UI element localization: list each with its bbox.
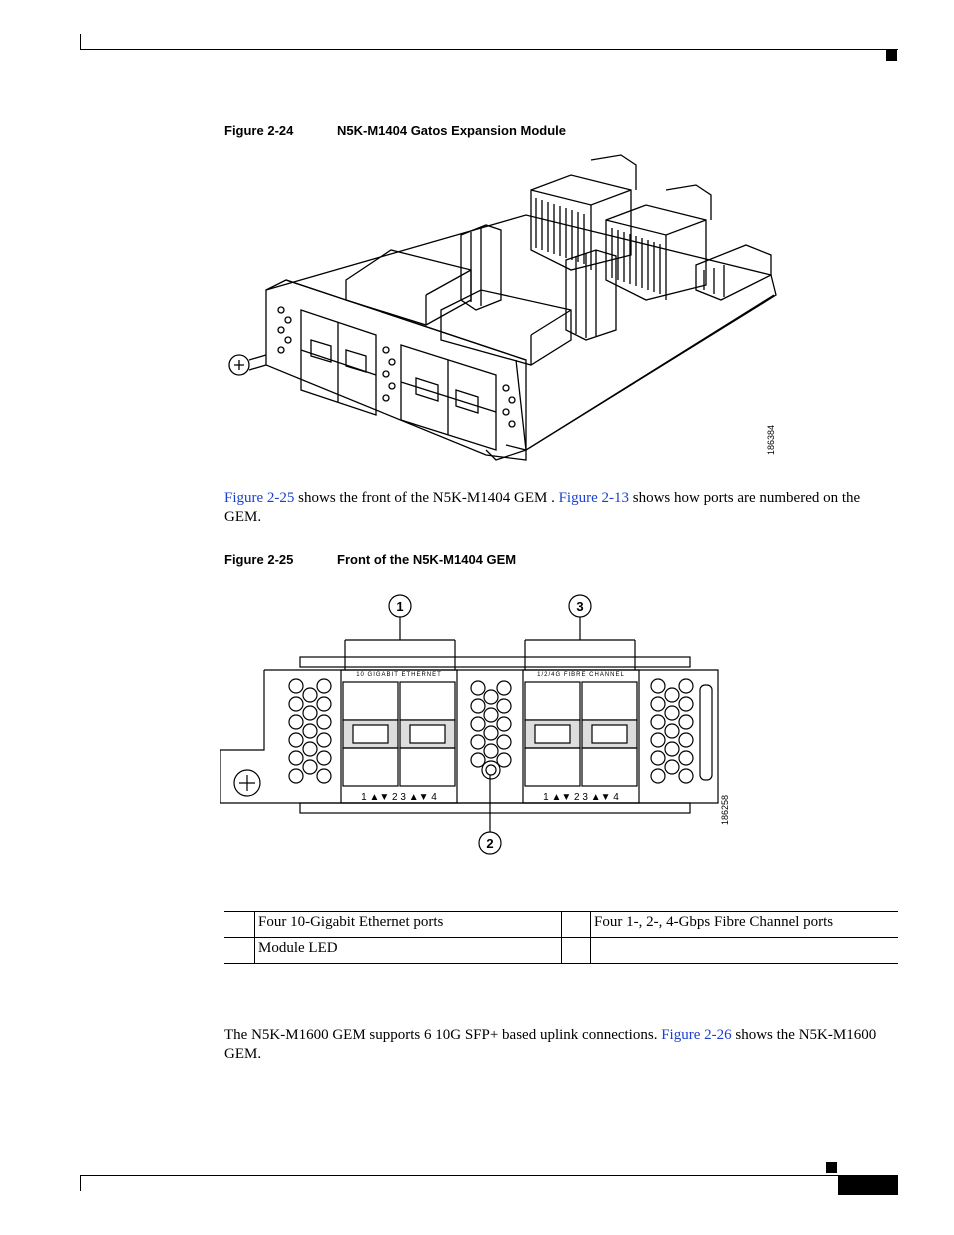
legend-row: Four 10-Gigabit Ethernet ports Four 1-, … (224, 911, 898, 938)
paragraph-2-text-2: shows the N5K-M1600 GEM. (224, 1027, 877, 1062)
fibre-port-numbers: 1 ▲▼ 2 3 ▲▼ 4 (543, 792, 619, 803)
callout-3-label: 3 (576, 599, 583, 614)
legend-row: Module LED (224, 937, 898, 964)
ethernet-port-numbers: 1 ▲▼ 2 3 ▲▼ 4 (361, 792, 437, 803)
legend-num (561, 911, 591, 938)
figure-25-image-id: 186258 (720, 795, 730, 825)
paragraph-1-text-1: shows the front of the N5K-M1404 GEM . (294, 490, 559, 506)
link-figure-2-13[interactable]: Figure 2-13 (558, 490, 629, 506)
footer-page-block (838, 1176, 898, 1195)
legend-num (224, 937, 255, 964)
figure-25-title: Front of the N5K-M1404 GEM (337, 552, 517, 567)
ethernet-block-label: 10 GIGABIT ETHERNET (356, 672, 442, 678)
header-marker (886, 50, 897, 61)
fibre-block-label: 1/2/4G FIBRE CHANNEL (537, 672, 625, 678)
header-rule-tick (80, 34, 81, 50)
figure-24-illustration: 186384 (228, 154, 777, 461)
figure-24-image-id: 186384 (766, 425, 776, 455)
legend-table: Four 10-Gigabit Ethernet ports Four 1-, … (224, 911, 898, 964)
footer-rule-tick (80, 1175, 81, 1191)
legend-text: Four 10-Gigabit Ethernet ports (254, 911, 562, 938)
footer-marker (826, 1162, 837, 1173)
header-rule (80, 49, 898, 50)
legend-num (561, 937, 591, 964)
figure-24-title: N5K-M1404 Gatos Expansion Module (337, 123, 566, 138)
link-figure-2-25[interactable]: Figure 2-25 (224, 490, 295, 506)
link-figure-2-26[interactable]: Figure 2-26 (661, 1027, 732, 1043)
legend-text: Four 1-, 2-, 4-Gbps Fibre Channel ports (590, 911, 898, 938)
legend-text: Module LED (254, 937, 562, 964)
paragraph-2-text-1: The N5K-M1600 GEM supports 6 10G SFP+ ba… (224, 1027, 662, 1043)
legend-text (590, 937, 898, 964)
figure-25-illustration: 10 GIGABIT ETHERNET 1/2/4G FIBRE CHANNEL… (220, 594, 730, 855)
legend-num (224, 911, 255, 938)
paragraph-n5k-m1600: The N5K-M1600 GEM supports 6 10G SFP+ ba… (224, 1026, 898, 1064)
figure-24-number: Figure 2-24 (224, 123, 294, 138)
footer-rule (80, 1175, 898, 1176)
callout-2-label: 2 (486, 836, 493, 851)
paragraph-ports-reference: Figure 2-25 shows the front of the N5K-M… (224, 489, 898, 527)
paragraph-1-text-2: shows how ports are numbered on the GEM. (224, 490, 861, 525)
figure-25-number: Figure 2-25 (224, 552, 294, 567)
callout-1-label: 1 (396, 599, 403, 614)
